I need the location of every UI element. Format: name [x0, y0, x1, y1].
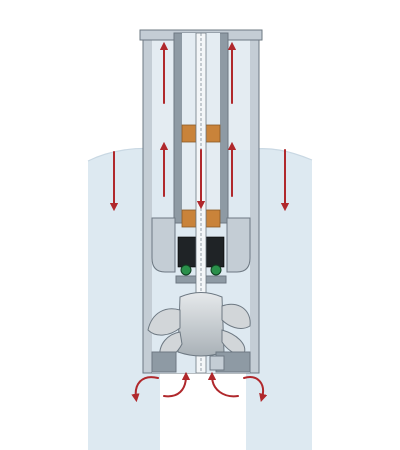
bearing-housing-right — [226, 217, 251, 273]
inlet-flow-arrows — [131, 371, 268, 403]
upward-flow-arrows — [159, 41, 237, 197]
impeller-blade-right — [221, 303, 251, 329]
impeller-blade-left — [147, 308, 181, 336]
lower-bearing-left — [181, 209, 197, 228]
inlet-arrow-inner-left — [163, 371, 191, 398]
liquid-body — [88, 148, 160, 450]
inlet-arrow-outer-right — [243, 376, 268, 403]
inlet-arrow-inner-right — [207, 371, 239, 398]
inlet-ring-left — [151, 351, 177, 373]
liquid-body-right — [246, 148, 312, 450]
inlet-lip — [209, 355, 225, 371]
bearing-housing-left — [151, 217, 176, 273]
inlet-arrow-outer-left — [131, 376, 159, 403]
seal-ring-left — [180, 264, 192, 276]
impeller-hub — [177, 292, 225, 357]
upper-bearing-right — [205, 124, 221, 143]
downward-flow-arrows — [109, 149, 290, 212]
upper-bearing-left — [181, 124, 197, 143]
seal-ring-right — [210, 264, 222, 276]
lower-bearing-right — [205, 209, 221, 228]
